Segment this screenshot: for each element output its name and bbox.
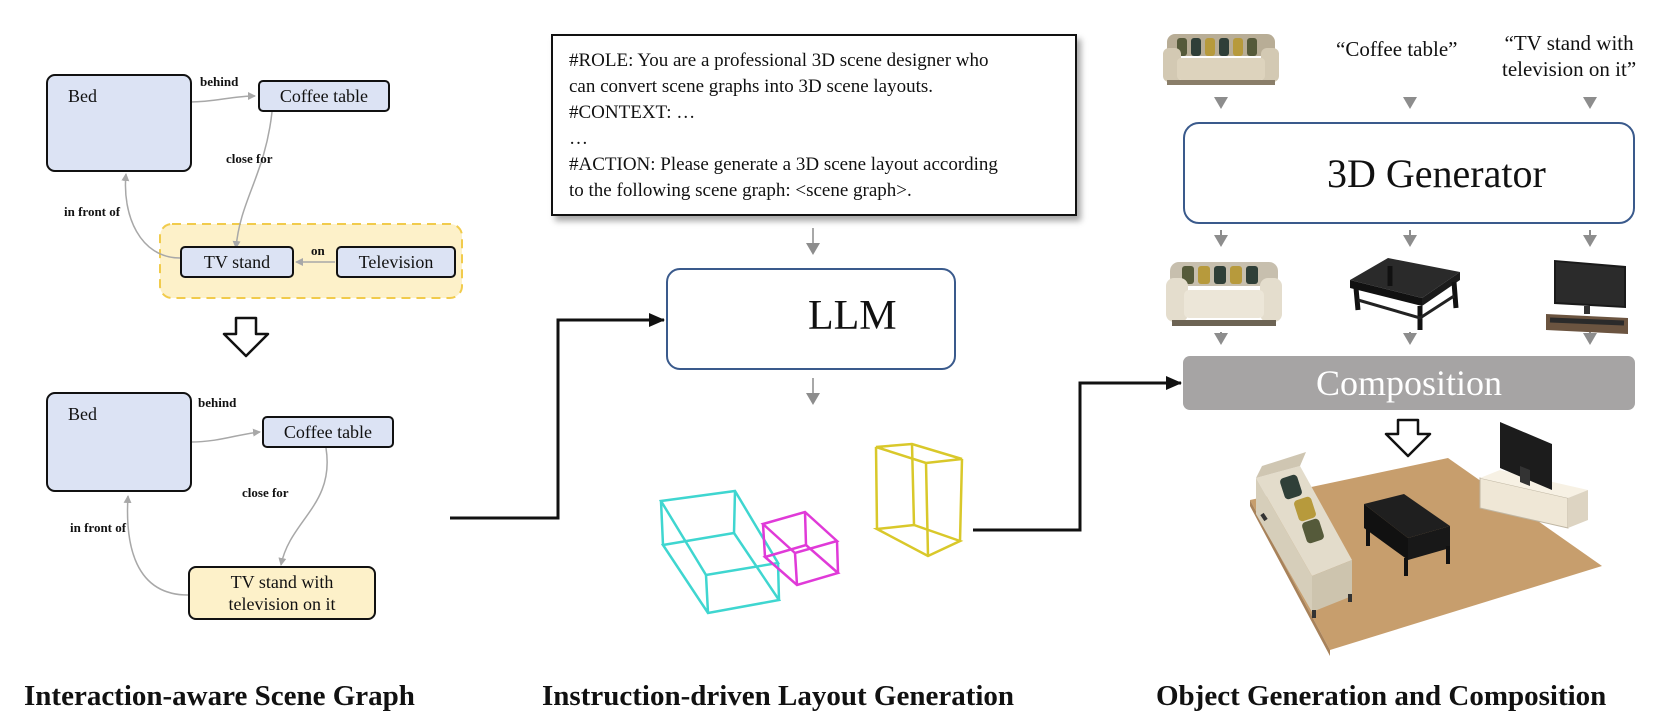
- tv-stand-node-line2: television on it: [228, 594, 336, 614]
- coffee-table-node-bottom: Coffee table: [262, 416, 394, 448]
- edge-close-for-top: close for: [226, 151, 273, 166]
- right-gray-arrows: [1214, 97, 1597, 345]
- layout-box-table: [760, 510, 841, 587]
- instruction-prompt-box: #ROLE: You are a professional 3D scene d…: [551, 34, 1077, 216]
- edge-close-for-bottom: close for: [242, 485, 289, 500]
- tv-stand-text-input: “TV stand with television on it”: [1502, 30, 1636, 82]
- prompt-line: to the following scene graph: <scene gra…: [569, 180, 912, 201]
- generated-sofa-3d: [1166, 262, 1282, 326]
- llm-module: LLM: [666, 268, 956, 370]
- prompt-line: #ROLE: You are a professional 3D scene d…: [569, 50, 989, 71]
- edge-in-front-of-top: in front of: [64, 204, 121, 219]
- edge-in-front-of-bottom: in front of: [70, 520, 127, 535]
- bed-node-bottom: Bed: [46, 392, 192, 492]
- tv-quote-line1: “TV stand with: [1504, 31, 1634, 55]
- tv-stand-node-line1: TV stand with: [230, 572, 334, 592]
- prompt-line: #ACTION: Please generate a 3D scene layo…: [569, 154, 998, 175]
- television-node-top: Television: [336, 246, 456, 278]
- tv-stand-with-television-node: TV stand with television on it: [188, 566, 376, 620]
- llm-label: LLM: [808, 293, 897, 339]
- layout-boxes: [658, 442, 964, 615]
- coffee-table-text-input: “Coffee table”: [1336, 37, 1458, 61]
- tv-quote-line2: television on it”: [1502, 57, 1637, 81]
- composed-scene-render: [1250, 422, 1602, 656]
- flow-connectors: [450, 313, 1182, 532]
- top-graph-edges: [121, 92, 335, 266]
- scene-graph-panel-title: Interaction-aware Scene Graph: [24, 680, 415, 712]
- bottom-graph-edges: [123, 428, 328, 596]
- bed-node-top: Bed: [46, 74, 192, 172]
- edge-behind-top: behind: [200, 74, 239, 89]
- 3d-generator-module: 3D Generator: [1183, 122, 1635, 224]
- bed-node-label: Bed: [68, 404, 97, 424]
- down-arrow-left: [222, 316, 270, 358]
- prompt-line: …: [569, 128, 588, 149]
- prompt-line: can convert scene graphs into 3D scene l…: [569, 76, 934, 97]
- 3d-generator-label: 3D Generator: [1327, 151, 1546, 196]
- composition-panel-title: Object Generation and Composition: [1156, 680, 1607, 712]
- tv-stand-node-top: TV stand: [180, 246, 294, 278]
- generated-coffee-table-3d: [1350, 258, 1460, 330]
- coffee-table-node-top: Coffee table: [258, 80, 390, 112]
- generated-tv-stand-3d: [1546, 260, 1628, 334]
- bed-node-label: Bed: [68, 86, 97, 106]
- composition-module: Composition: [1183, 356, 1635, 410]
- edge-on-top: on: [311, 243, 325, 258]
- layout-panel-title: Instruction-driven Layout Generation: [542, 680, 1015, 712]
- down-arrow-right: [1384, 418, 1432, 458]
- layout-box-tv: [872, 442, 964, 558]
- prompt-line: #CONTEXT: …: [569, 102, 696, 123]
- sofa-input-image: [1163, 34, 1279, 85]
- layout-box-sofa: [658, 489, 782, 615]
- edge-behind-bottom: behind: [198, 395, 237, 410]
